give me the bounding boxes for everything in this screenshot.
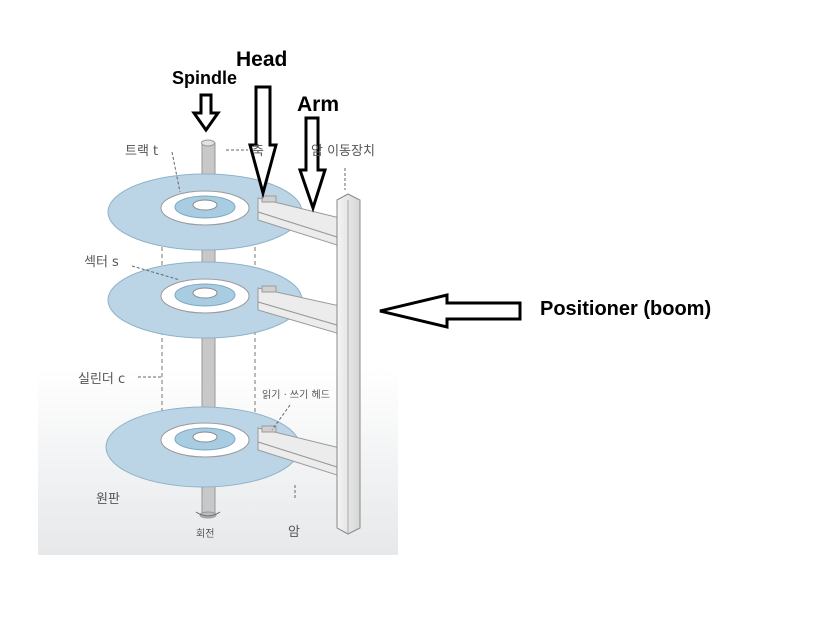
platter-3 — [105, 406, 301, 488]
label-arm-ko: 암 — [288, 525, 300, 540]
label-rw-head: 읽기 · 쓰기 헤드 — [262, 390, 330, 401]
arm-2 — [257, 285, 341, 335]
label-arm: Arm — [297, 93, 340, 116]
label-sector: 섹터 s — [84, 255, 119, 270]
spindle-foot — [199, 511, 217, 519]
positioner-boom — [336, 193, 361, 535]
label-cylinder: 실린더 c — [78, 372, 126, 387]
rotation-icon — [195, 511, 221, 517]
platter-2 — [107, 261, 303, 339]
label-platter: 원판 — [96, 492, 120, 507]
label-head-ko: 축 — [252, 144, 264, 159]
label-arm-mover: 암 이동장치 — [311, 144, 375, 159]
arrow-positioner — [379, 293, 522, 329]
arrow-arm — [297, 116, 328, 213]
annotation-leaders — [131, 149, 346, 498]
platter-1 — [107, 173, 303, 251]
arrow-spindle — [191, 93, 221, 133]
label-spindle: Spindle — [172, 68, 238, 88]
label-track: 트랙 t — [125, 144, 159, 159]
arrow-head — [248, 85, 278, 199]
label-positioner: Positioner (boom) — [540, 298, 712, 320]
label-head: Head — [236, 48, 288, 71]
label-rotation: 회전 — [196, 529, 215, 540]
